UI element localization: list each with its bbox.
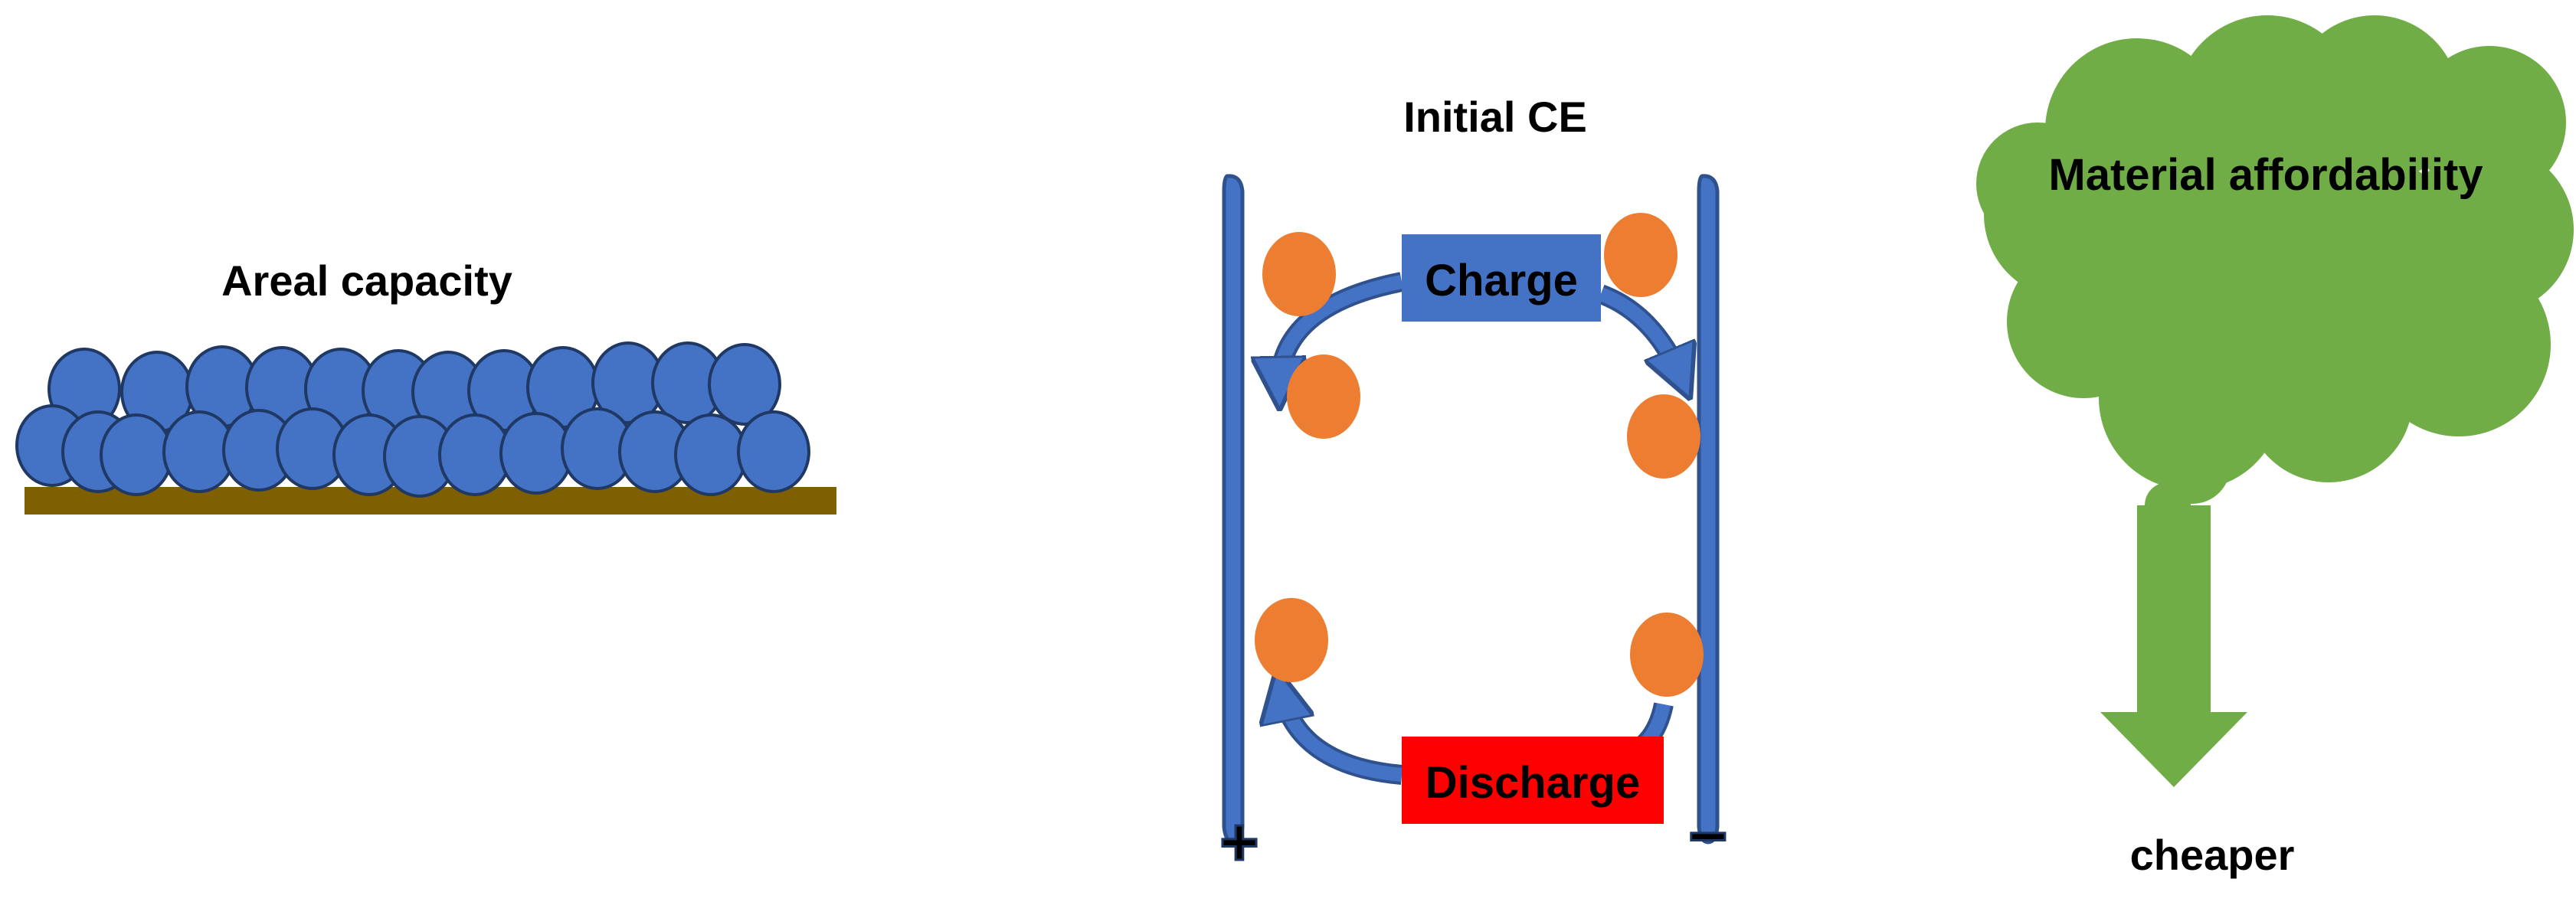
particle: [100, 413, 173, 496]
ion: [1627, 394, 1700, 479]
charge-arrow-right-inner: [1598, 287, 1682, 380]
particle: [674, 413, 748, 496]
particle: [499, 412, 573, 495]
ion: [1287, 354, 1360, 439]
positive-electrode: [1222, 174, 1245, 845]
discharge-arrow-left-inner: [1281, 689, 1403, 782]
discharge-box: [1402, 737, 1664, 824]
cheaper-label: cheaper: [2130, 831, 2295, 879]
discharge-label: Discharge: [1425, 758, 1640, 808]
ion: [1262, 232, 1336, 316]
positive-symbol: +: [1219, 804, 1259, 880]
material-affordability-title: Material affordability: [2048, 150, 2483, 200]
material-affordability-panel: Material affordability cheaper: [1976, 15, 2574, 879]
charge-label: Charge: [1425, 256, 1578, 305]
ion-group: [1255, 213, 1704, 697]
ion: [1630, 613, 1704, 697]
ion: [1604, 213, 1678, 297]
thought-cloud: [1976, 15, 2574, 528]
initial-ce-panel: Initial CE + − Charge Discharge: [1219, 93, 1729, 881]
charge-box: [1402, 234, 1601, 322]
ion: [1255, 598, 1328, 682]
initial-ce-title: Initial CE: [1403, 93, 1587, 141]
areal-capacity-panel: Areal capacity: [15, 256, 836, 515]
particle: [708, 343, 781, 426]
negative-electrode: [1697, 174, 1720, 845]
areal-capacity-title: Areal capacity: [221, 256, 512, 305]
particle: [737, 410, 810, 493]
cheaper-arrow: [2100, 505, 2247, 787]
particle-layer: [15, 341, 810, 498]
negative-symbol: −: [1688, 798, 1727, 874]
charge-arrow-left-inner: [1279, 275, 1403, 389]
